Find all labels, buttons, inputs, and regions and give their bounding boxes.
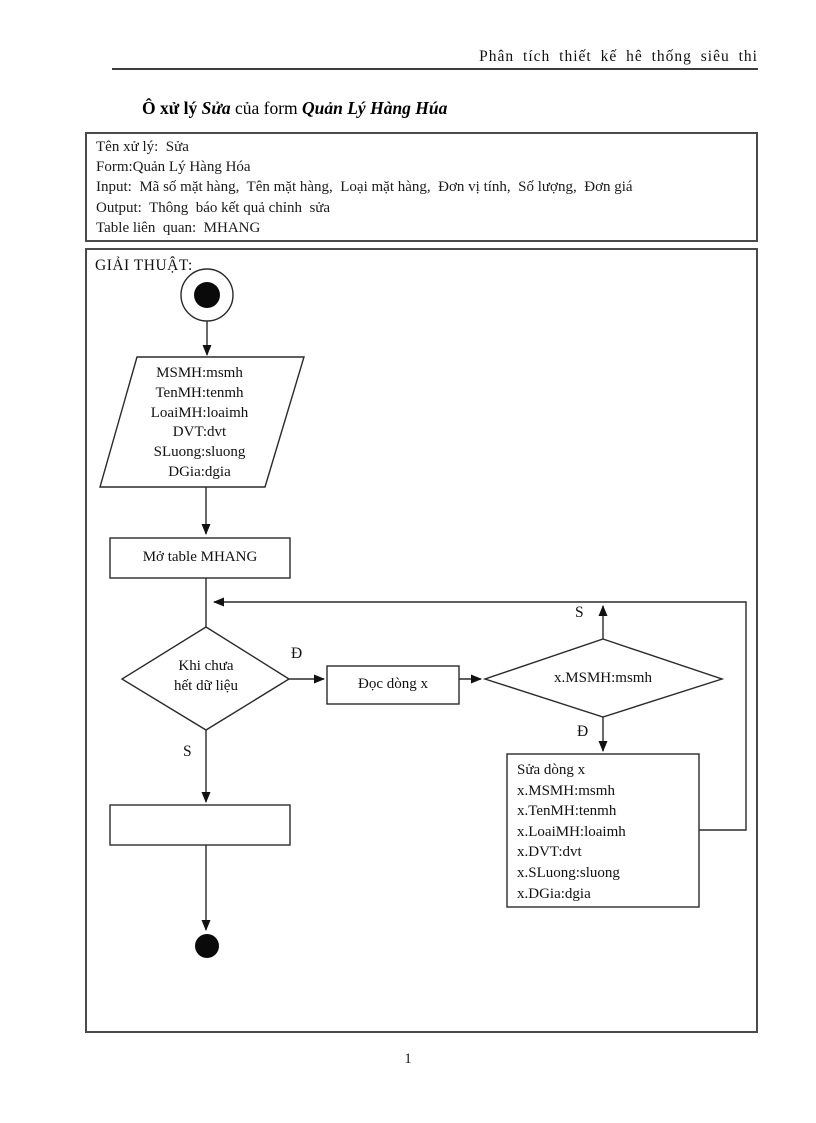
connector-loop-back [213,597,747,831]
input-parallelogram-shape [99,356,305,488]
read-row-shape [326,665,460,705]
decision-loop-line1: Khi chưa [178,658,234,674]
decision-loop-yes-label: Đ [291,645,303,662]
algorithm-section-label: GIẢI THUẬT: [95,257,193,274]
input-field: DGia:dgia [168,463,231,480]
page-header-text: Phân tích thiết kế hê thống siêu thi [479,48,758,65]
page-title: Ô xử lý Sửa của form Quản Lý Hàng Húa [142,98,447,119]
info-line-ten-xu-ly: Tên xử lý: Sửa [96,139,189,155]
flowchart-panel: GIẢI THUẬT: MSMH:msmh TenMH:tenmh LoaiMH… [85,248,758,1033]
input-field: DVT:dvt [172,424,227,441]
update-line: x.SLuong:sluong [517,864,620,881]
read-row-step: Đọc dòng x [327,666,459,704]
open-table-shape [109,537,291,579]
open-table-step: Mở table MHANG [110,538,290,578]
update-line: x.MSMH:msmh [517,782,615,799]
title-middle: của form [230,98,303,118]
process-info-box: Tên xử lý: Sửa Form:Quản Lý Hàng Hóa Inp… [85,132,758,242]
decision-loop-text: Khi chưa hết dữ liệu [134,657,278,697]
open-table-label: Mở table MHANG [142,549,258,566]
info-line-output: Output: Thông báo kết quả chỉnh sửa [96,199,331,216]
empty-result-shape [109,804,291,846]
decision-loop-line2: hết dữ liệu [174,677,238,694]
update-box-text: Sửa dòng x x.MSMH:msmh x.TenMH:tenmh x.L… [517,760,693,904]
end-node [195,934,219,958]
start-node-inner [194,282,220,308]
info-line-input: Input: Mã số mặt hàng, Tên mặt hàng, Loạ… [96,179,633,196]
page-header: Phân tích thiết kế hê thống siêu thi [112,48,758,70]
info-line-table-lien-quan: Table liên quan: MHANG [96,219,261,236]
update-line: x.DVT:dvt [517,844,582,861]
page-number: 1 [404,1051,412,1067]
title-form-name: Quản Lý Hàng Húa [302,98,448,118]
read-row-label: Đọc dòng x [358,676,428,693]
input-field: LoaiMH:loaimh [150,404,249,421]
flowchart-drawing [99,268,747,958]
decision-match-text: x.MSMH:msmh [554,670,652,686]
update-line: x.LoaiMH:loaimh [517,823,626,840]
input-field: SLuong:sluong [153,444,246,461]
input-field: TenMH:tenmh [155,384,244,401]
input-parallelogram-text: MSMH:msmh TenMH:tenmh LoaiMH:loaimh DVT:… [102,364,297,483]
info-line-form: Form:Quản Lý Hàng Hóa [96,159,251,176]
title-action: Sửa [201,98,231,118]
update-line: x.DGia:dgia [517,885,591,902]
decision-loop-no-label: S [183,743,192,760]
update-line: x.TenMH:tenmh [517,803,617,820]
title-prefix: Ô xử lý [142,98,202,118]
decision-match-yes-label: Đ [577,723,589,740]
decision-match-no-label: S [575,604,584,621]
input-field: MSMH:msmh [156,365,243,381]
update-line: Sửa dòng x [517,762,586,778]
